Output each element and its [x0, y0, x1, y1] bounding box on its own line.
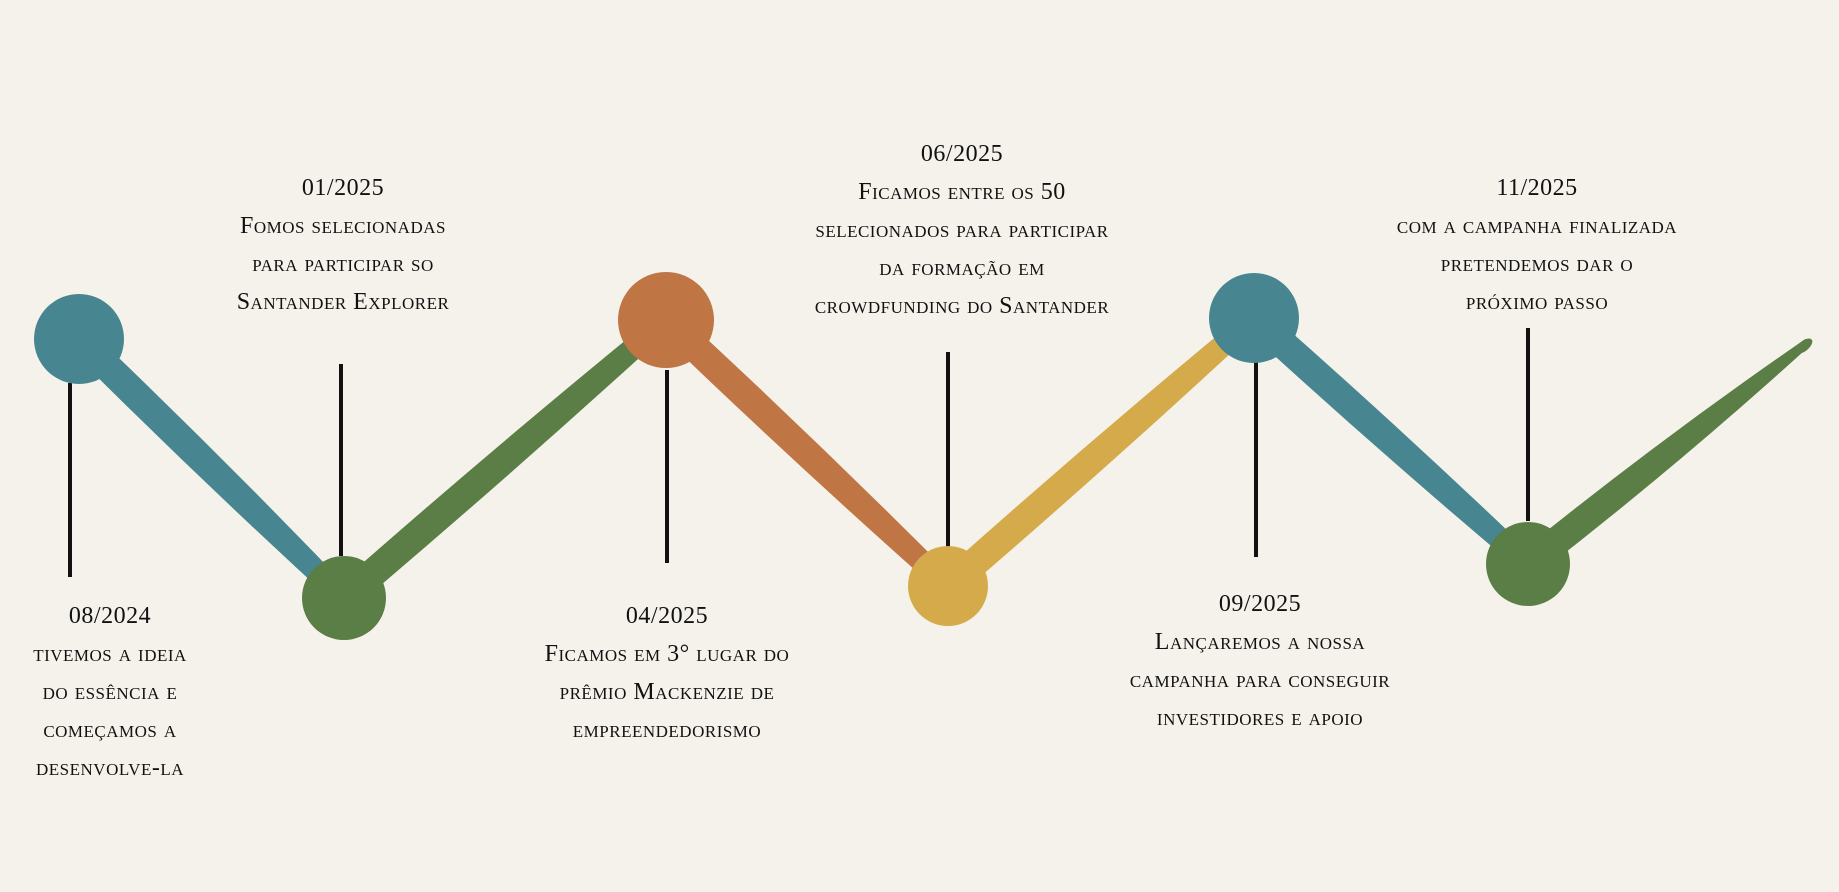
milestone-description-line: Fomos selecionadas	[240, 213, 446, 239]
timeline-segment-2	[334, 312, 673, 609]
milestone-description-line: crowdfunding do Santander	[814, 293, 1110, 319]
milestone-description-line: próximo passo	[1465, 289, 1609, 315]
milestone-date: 09/2025	[1218, 591, 1302, 617]
milestone-description-line: para participar so	[252, 251, 434, 277]
timeline-segment-3	[656, 309, 955, 594]
milestone-node-2	[302, 556, 386, 640]
milestone-description-line: Ficamos em 3° lugar do	[544, 641, 790, 667]
milestone-description-line: tivemos a ideia	[33, 641, 187, 667]
timeline-segment-5	[1244, 307, 1535, 572]
milestone-date: 08/2024	[68, 603, 152, 629]
milestone-date: 11/2025	[1496, 175, 1578, 201]
timeline-end-tip	[1795, 338, 1813, 354]
milestone-description-line: empreendedorismo	[572, 717, 762, 743]
milestone-node-1	[34, 294, 124, 384]
milestone-node-6	[1486, 522, 1570, 606]
milestone-description-line: prêmio Mackenzie de	[559, 679, 775, 705]
milestone-description-line: Lançaremos a nossa	[1154, 629, 1366, 655]
milestone-date: 04/2025	[625, 603, 709, 629]
milestone-date: 01/2025	[301, 175, 385, 201]
milestone-description-line: do essência e	[42, 679, 178, 705]
milestone-node-5	[1209, 273, 1299, 363]
milestone-description-line: da formação em	[879, 255, 1045, 281]
milestone-description-line: Santander Explorer	[236, 289, 450, 315]
milestone-description-line: investidores e apoio	[1156, 705, 1364, 731]
milestone-description-line: campanha para conseguir	[1129, 667, 1391, 693]
milestone-label-1: 08/2024 tivemos a ideia do essência e começ…	[0, 597, 290, 787]
milestone-description-line: Ficamos entre os 50	[858, 179, 1066, 205]
milestone-date: 06/2025	[920, 141, 1004, 167]
timeline-segment-1	[69, 328, 351, 606]
milestone-label-6: 11/2025 com a campanha finalizada pretende…	[1357, 169, 1717, 321]
milestone-description-line: selecionados para participar	[815, 217, 1109, 243]
milestone-description-line: começamos a	[43, 717, 177, 743]
milestone-description-line: com a campanha finalizada	[1396, 213, 1678, 239]
milestone-node-3	[618, 272, 714, 368]
milestone-node-4	[908, 546, 988, 626]
timeline-segment-4	[938, 310, 1261, 597]
milestone-description-line: pretendemos dar o	[1440, 251, 1634, 277]
milestone-description-line: desenvolve-la	[36, 755, 184, 781]
timeline-segment-6	[1519, 338, 1811, 575]
